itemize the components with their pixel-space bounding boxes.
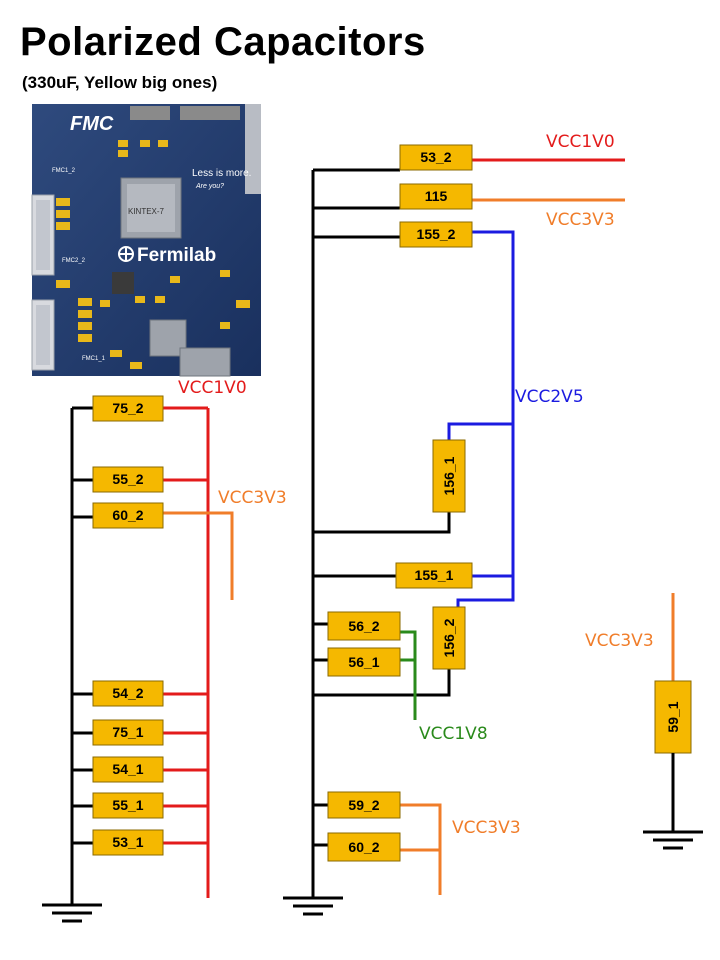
capacitor-156_2: 156_2 xyxy=(432,606,466,670)
left-vcc1v0-rail xyxy=(163,406,210,898)
svg-text:54_2: 54_2 xyxy=(112,685,143,701)
svg-text:115: 115 xyxy=(425,188,448,204)
fmc-logo: FMC xyxy=(70,113,114,135)
capacitor-53_2: 53_2 xyxy=(399,144,473,171)
svg-text:56_1: 56_1 xyxy=(348,654,379,670)
top-vcc3v3-label: VCC3V3 xyxy=(546,210,615,230)
chip-label: KINTEX-7 xyxy=(128,207,165,216)
vcc2v5-label: VCC2V5 xyxy=(515,387,584,407)
svg-text:59_2: 59_2 xyxy=(348,797,379,813)
capacitor-56_1: 56_1 xyxy=(327,647,401,677)
capacitor-60_2-mid: 60_2 xyxy=(327,832,401,862)
photo-tagline-2: Are you? xyxy=(195,183,224,190)
capacitor-115: 115 xyxy=(399,183,473,210)
middle-ground-bus xyxy=(311,168,451,898)
svg-text:FMC2_2: FMC2_2 xyxy=(62,258,86,264)
capacitor-54_2: 54_2 xyxy=(92,680,164,707)
page-title: Polarized Capacitors xyxy=(20,20,426,64)
fermilab-icon xyxy=(118,246,134,262)
capacitor-59_1: 59_1 xyxy=(654,680,692,754)
svg-text:55_2: 55_2 xyxy=(112,471,143,487)
ground-symbol-middle xyxy=(283,896,343,916)
pcb-photo: FMC Less is more. Are you? KINTEX-7 Ferm… xyxy=(31,104,261,377)
svg-text:155_2: 155_2 xyxy=(417,226,456,242)
mid-vcc3v3-label: VCC3V3 xyxy=(452,818,521,838)
vcc1v8-label: VCC1V8 xyxy=(419,724,488,744)
svg-text:54_1: 54_1 xyxy=(112,761,143,777)
svg-text:60_2: 60_2 xyxy=(112,507,143,523)
capacitor-54_1: 54_1 xyxy=(92,756,164,783)
svg-text:53_1: 53_1 xyxy=(112,834,143,850)
vcc2v5-rail xyxy=(447,230,515,607)
left-vcc1v0-label: VCC1V0 xyxy=(178,378,247,398)
capacitor-75_2: 75_2 xyxy=(92,395,164,422)
capacitor-155_1: 155_1 xyxy=(395,562,473,589)
capacitor-55_2: 55_2 xyxy=(92,466,164,493)
svg-text:FMC1_1: FMC1_1 xyxy=(82,356,106,362)
fermilab-logo: Fermilab xyxy=(137,245,216,266)
svg-text:75_1: 75_1 xyxy=(112,724,143,740)
svg-text:FMC1_2: FMC1_2 xyxy=(52,168,76,174)
svg-text:156_2: 156_2 xyxy=(441,618,457,657)
capacitor-75_1: 75_1 xyxy=(92,719,164,746)
svg-text:55_1: 55_1 xyxy=(112,797,143,813)
right-vcc3v3-label: VCC3V3 xyxy=(585,631,654,651)
svg-text:56_2: 56_2 xyxy=(348,618,379,634)
photo-tagline-1: Less is more. xyxy=(192,168,251,179)
capacitor-55_1: 55_1 xyxy=(92,792,164,819)
svg-text:60_2: 60_2 xyxy=(348,839,379,855)
capacitor-155_2: 155_2 xyxy=(399,221,473,248)
svg-text:75_2: 75_2 xyxy=(112,400,143,416)
capacitor-59_2: 59_2 xyxy=(327,791,401,819)
top-vcc1v0-label: VCC1V0 xyxy=(546,132,615,152)
left-vcc3v3-rail xyxy=(163,511,234,600)
left-vcc3v3-label: VCC3V3 xyxy=(218,488,287,508)
svg-text:53_2: 53_2 xyxy=(420,149,451,165)
ground-symbol-right xyxy=(643,830,703,850)
capacitor-53_1: 53_1 xyxy=(92,829,164,856)
svg-text:59_1: 59_1 xyxy=(665,701,681,732)
vcc1v8-rail xyxy=(400,630,417,720)
svg-text:156_1: 156_1 xyxy=(441,456,457,495)
capacitor-56_2: 56_2 xyxy=(327,611,401,641)
capacitor-60_2-left: 60_2 xyxy=(92,502,164,529)
svg-text:155_1: 155_1 xyxy=(415,567,454,583)
mid-vcc3v3-rail xyxy=(400,803,442,895)
left-ground-bus xyxy=(70,406,93,905)
page-subtitle: (330uF, Yellow big ones) xyxy=(22,73,218,92)
ground-symbol-left xyxy=(42,903,102,923)
connector-labels: FMC1_2 FMC2_2 FMC1_1 xyxy=(52,168,106,362)
capacitor-156_1: 156_1 xyxy=(432,439,466,513)
